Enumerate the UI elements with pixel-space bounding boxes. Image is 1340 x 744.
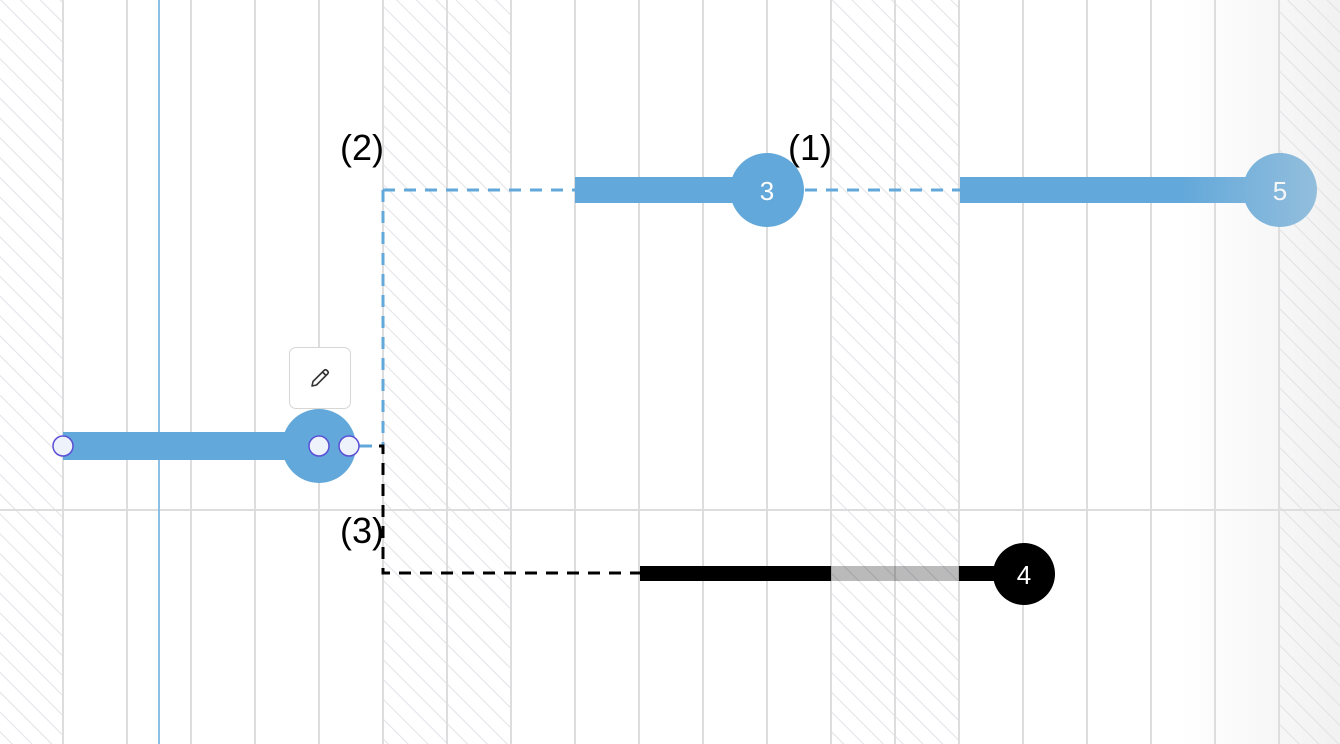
dependency-label-2: (2) [340, 127, 384, 168]
task-number: 4 [1017, 560, 1031, 590]
task-number: 5 [1273, 176, 1287, 206]
task-bar-5[interactable]: 5 [960, 153, 1317, 227]
task-bar-4[interactable]: 4 [640, 543, 1055, 605]
selected-task-bar[interactable] [52, 409, 372, 483]
resize-start-handle[interactable] [52, 435, 74, 457]
task-milestone-circle[interactable] [730, 153, 804, 227]
resize-end-handle[interactable] [308, 435, 330, 457]
weekend-shade [0, 0, 63, 744]
link-handle[interactable] [338, 435, 360, 457]
dependency-label-1: (1) [788, 127, 832, 168]
grid-lines [62, 0, 1280, 744]
edit-task-button[interactable] [289, 347, 351, 409]
dependency-connectors [358, 188, 960, 575]
task-bar-3[interactable]: 3 [575, 153, 804, 227]
task-number: 3 [760, 176, 774, 206]
task-milestone-circle[interactable] [1243, 153, 1317, 227]
task-milestone-circle[interactable] [993, 543, 1055, 605]
dependency-label-3: (3) [340, 510, 384, 551]
dependency-line-3 [358, 444, 640, 575]
pencil-icon [311, 368, 330, 387]
weekend-shade [1279, 0, 1340, 744]
non-working-segment [831, 566, 959, 581]
